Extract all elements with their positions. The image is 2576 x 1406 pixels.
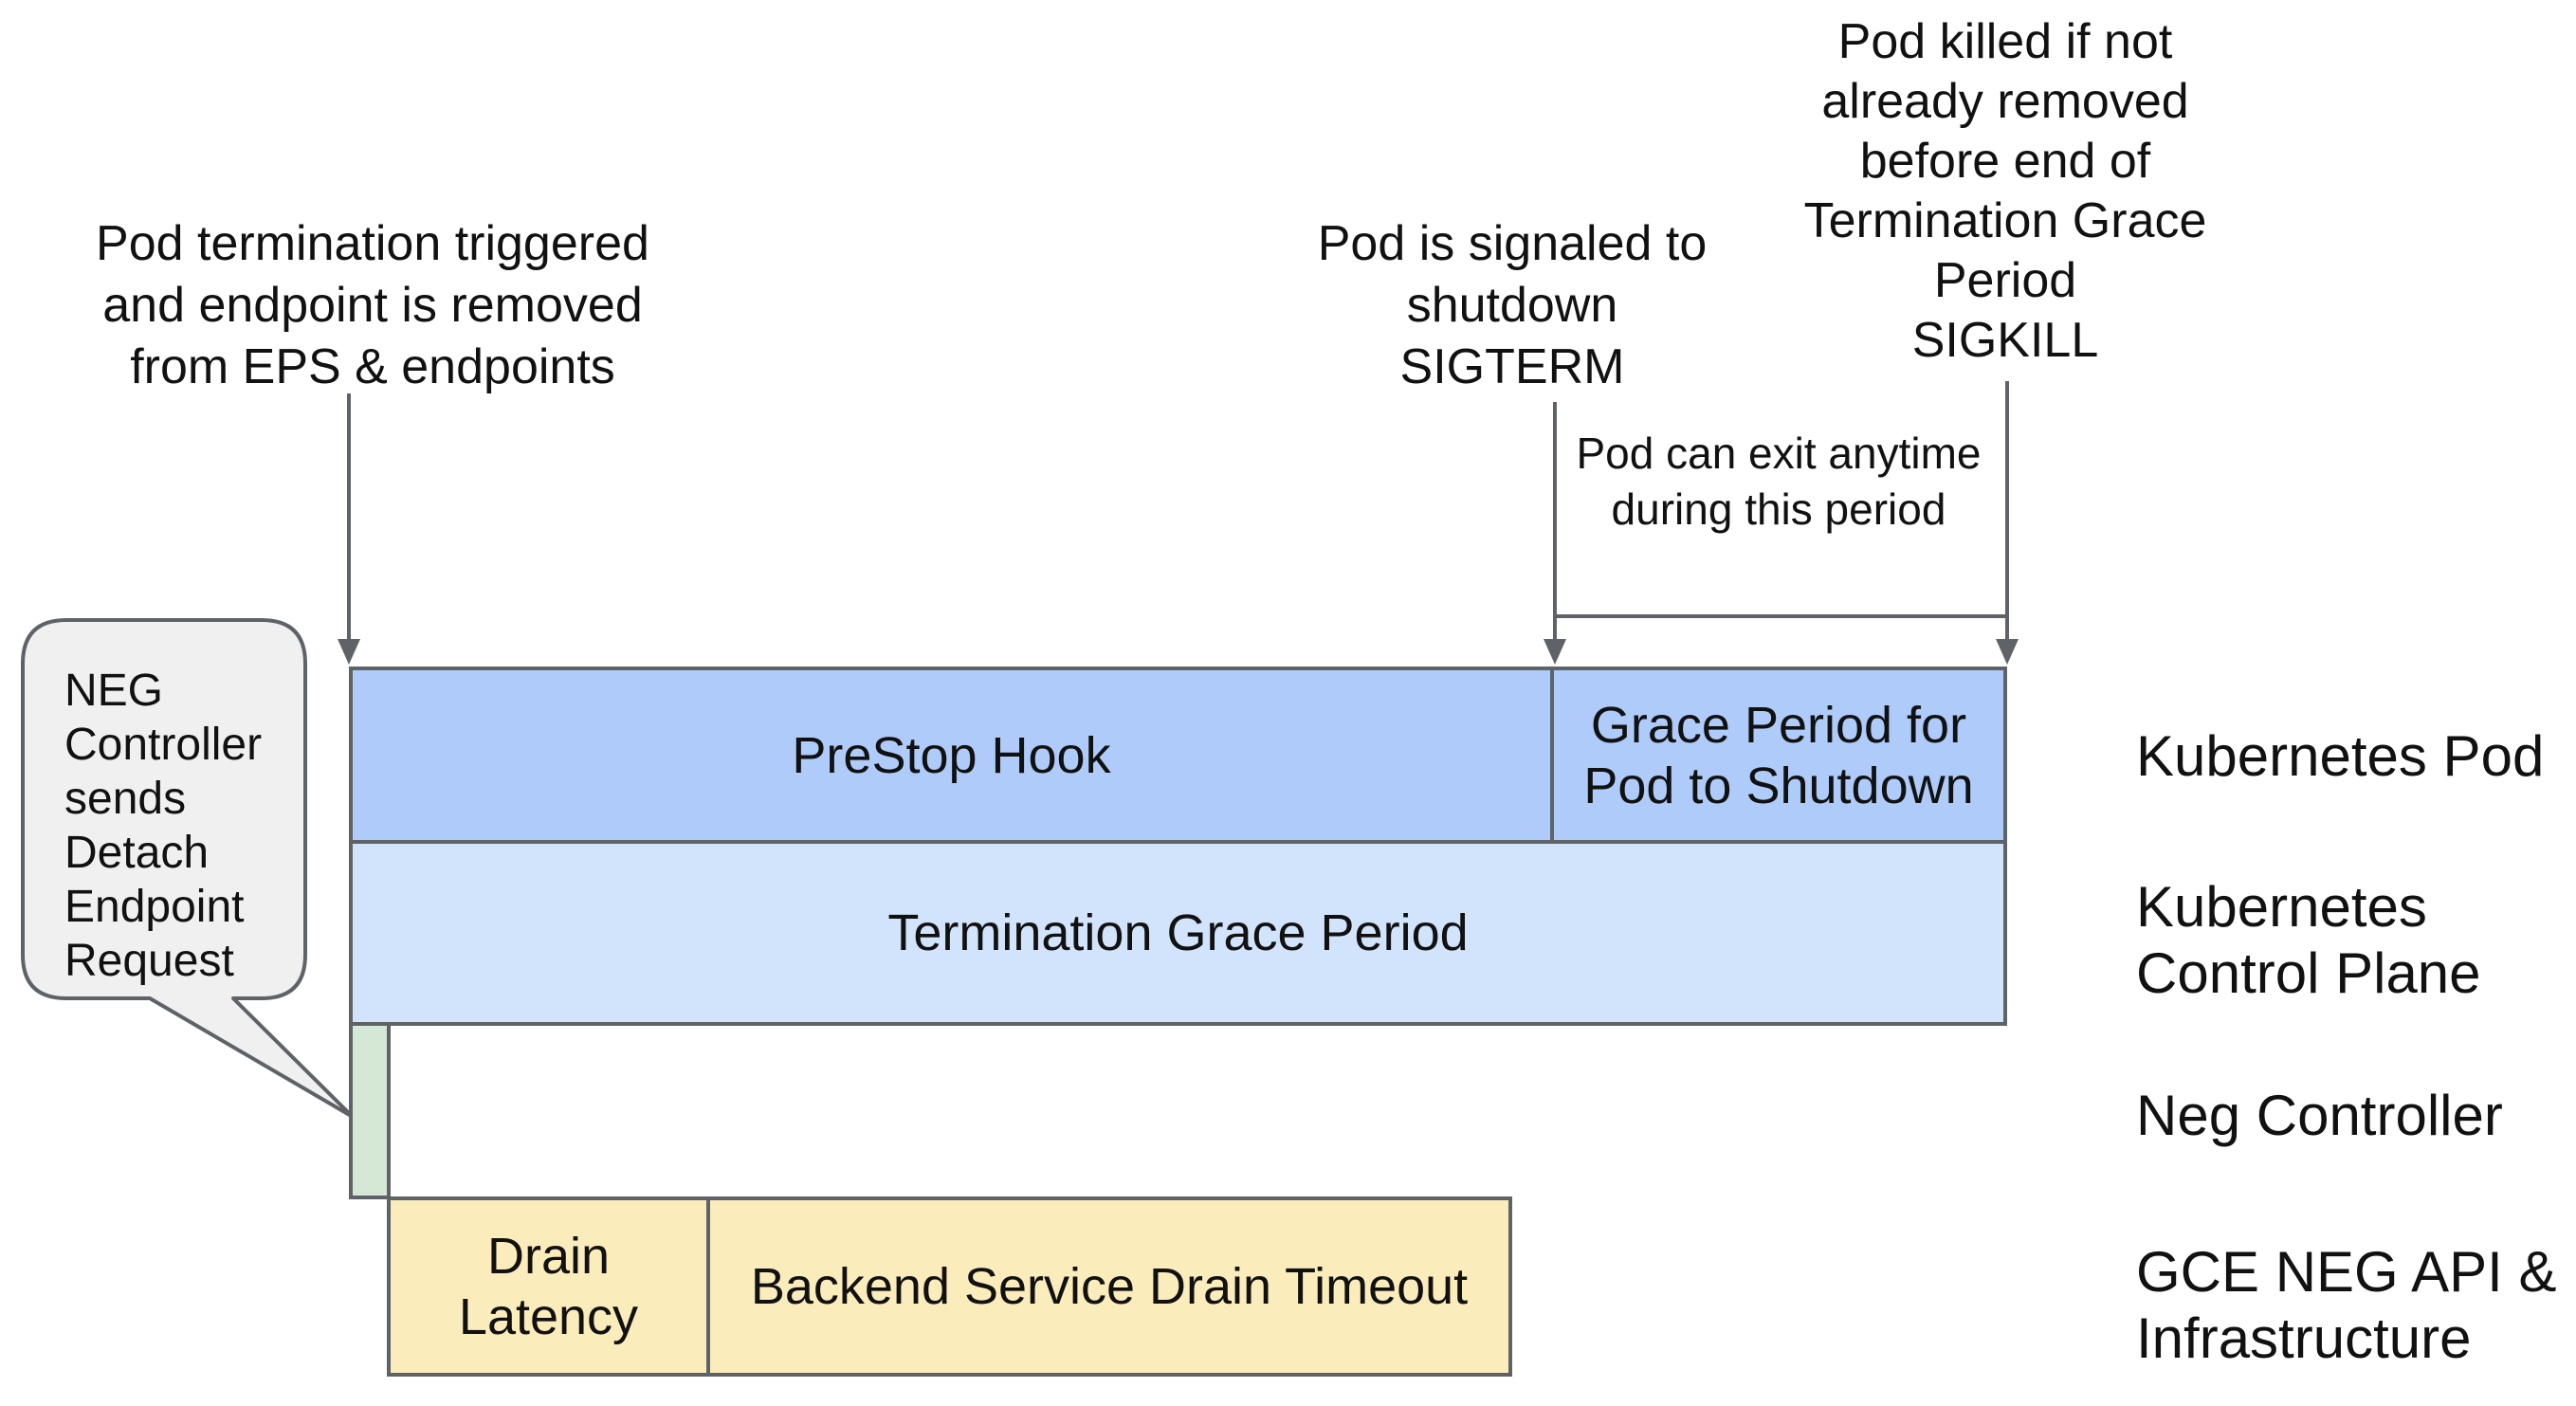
neg-detach-bar [349, 1022, 391, 1199]
lane-label-neg-controller: Neg Controller [2136, 1084, 2503, 1147]
sigkill-arrowhead [1996, 639, 2019, 665]
termination-grace-period-label: Termination Grace Period [887, 904, 1469, 961]
lane-label-gce-neg-api: GCE NEG API & Infrastructure [2136, 1240, 2557, 1370]
grace-period-bar: Grace Period for Pod to Shutdown [1550, 666, 2007, 844]
backend-drain-timeout-label: Backend Service Drain Timeout [750, 1258, 1469, 1315]
callout-bubble-text: NEG Controller sends Detach Endpoint Req… [64, 666, 263, 986]
drain-latency-bar: Drain Latency [387, 1196, 710, 1377]
grace-period-label: Grace Period for Pod to Shutdown [1583, 696, 1974, 814]
prestop-hook-bar: PreStop Hook [349, 666, 1554, 844]
annotation-pod-signaled-sigterm: Pod is signaled to shutdown SIGTERM [1317, 216, 1708, 394]
annotation-pod-can-exit: Pod can exit anytime during this period [1576, 429, 1982, 534]
annotation-pod-killed-sigkill: Pod killed if not already removed before… [1803, 14, 2207, 368]
lane-label-kubernetes-control-plane: Kubernetes Control Plane [2136, 875, 2481, 1005]
prestop-hook-label: PreStop Hook [792, 726, 1111, 784]
backend-drain-timeout-bar: Backend Service Drain Timeout [706, 1196, 1512, 1377]
lane-label-kubernetes-pod: Kubernetes Pod [2136, 724, 2545, 788]
drain-latency-label: Drain Latency [458, 1228, 639, 1345]
termination-grace-period-bar: Termination Grace Period [349, 840, 2007, 1026]
sigterm-arrowhead [1544, 639, 1566, 665]
pod-termination-arrowhead [338, 639, 360, 665]
callout-bubble-shape [21, 618, 355, 1119]
annotation-pod-termination-trigger: Pod termination triggered and endpoint i… [96, 216, 649, 394]
